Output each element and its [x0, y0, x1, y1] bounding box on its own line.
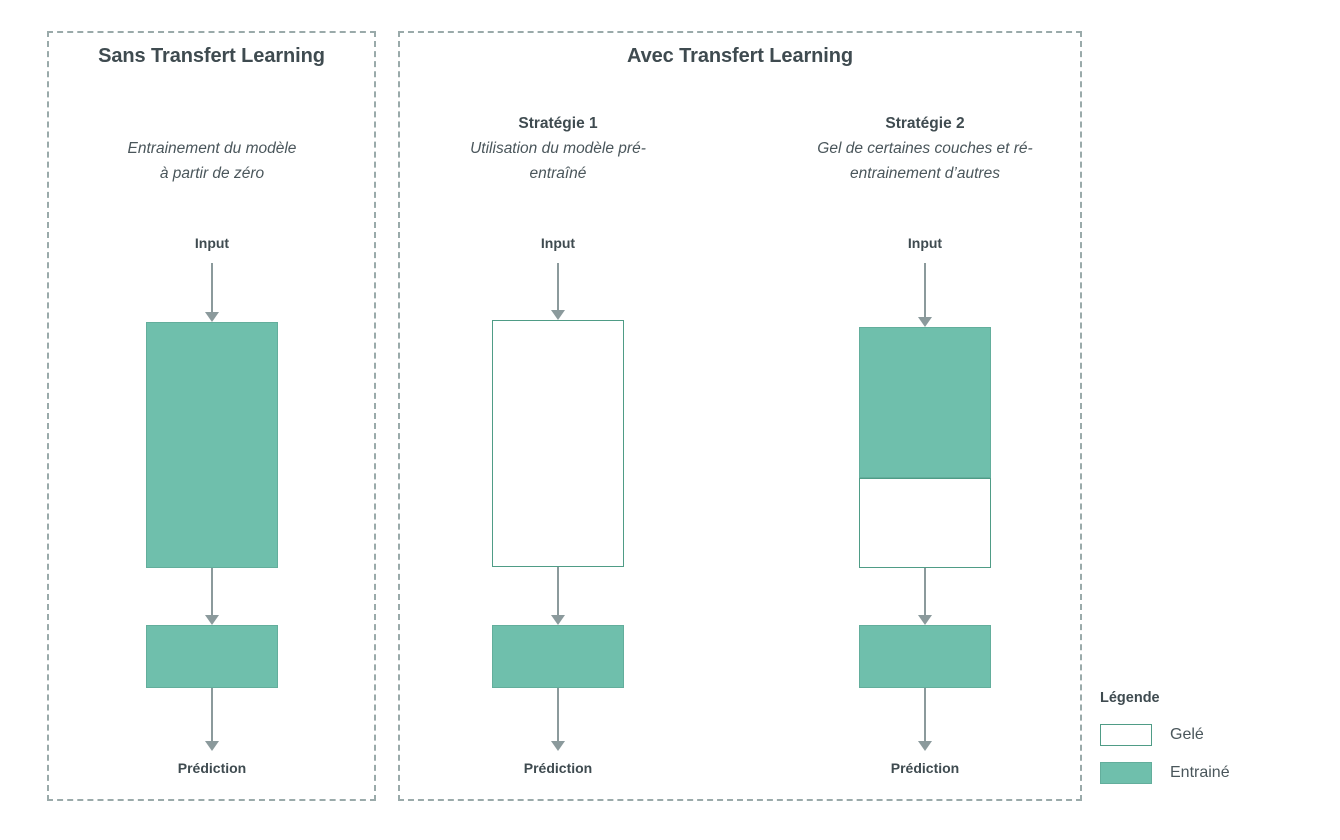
legend-swatch-trained-icon [1100, 762, 1152, 784]
column-header-strategy1: Stratégie 1 Utilisation du modèle pré- e… [438, 111, 678, 186]
arrow-input-to-backbone [918, 263, 932, 327]
legend-label-trained: Entrainé [1170, 764, 1230, 781]
panel-title-right: Avec Transfert Learning [627, 45, 853, 67]
backbone-lower-block [859, 478, 991, 568]
arrow-backbone-to-head [205, 568, 219, 625]
column-description-line1: Gel de certaines couches et ré- [817, 140, 1033, 157]
legend-title: Légende [1100, 690, 1160, 706]
arrow-input-to-backbone [551, 263, 565, 320]
input-label: Input [540, 235, 576, 251]
backbone-upper-block [859, 327, 991, 478]
column-description-line1: Utilisation du modèle pré- [470, 140, 646, 157]
input-label: Input [194, 235, 230, 251]
strategy-title: Stratégie 1 [518, 115, 598, 132]
head-block [859, 625, 991, 688]
arrow-head-to-prediction [918, 688, 932, 751]
column-description-line2: à partir de zéro [159, 165, 265, 182]
output-label: Prédiction [890, 760, 960, 776]
column-description-line1: Entrainement du modèle [127, 140, 297, 157]
output-label: Prédiction [177, 760, 247, 776]
arrow-head-to-prediction [205, 688, 219, 751]
panel-sans-transfert-learning: Sans Transfert Learning [47, 31, 376, 801]
legend-item-frozen: Gelé [1100, 720, 1300, 750]
legend: Légende Gelé Entrainé [1100, 690, 1300, 796]
column-header-scratch: Entrainement du modèle à partir de zéro [92, 136, 332, 186]
arrow-backbone-to-head [551, 567, 565, 625]
column-header-strategy2: Stratégie 2 Gel de certaines couches et … [805, 111, 1045, 186]
arrow-backbone-to-head [918, 568, 932, 625]
backbone-block [146, 322, 278, 568]
arrow-input-to-backbone [205, 263, 219, 322]
head-block [146, 625, 278, 688]
head-block [492, 625, 624, 688]
output-label: Prédiction [523, 760, 593, 776]
strategy-title: Stratégie 2 [885, 115, 965, 132]
input-label: Input [907, 235, 943, 251]
arrow-head-to-prediction [551, 688, 565, 751]
column-description-line2: entraîné [529, 165, 587, 182]
backbone-block [492, 320, 624, 567]
legend-swatch-frozen-icon [1100, 724, 1152, 746]
column-description-line2: entrainement d’autres [850, 165, 1000, 182]
legend-item-trained: Entrainé [1100, 758, 1300, 788]
panel-avec-transfert-learning: Avec Transfert Learning [398, 31, 1082, 801]
panel-title-left: Sans Transfert Learning [98, 45, 325, 67]
legend-label-frozen: Gelé [1170, 726, 1204, 743]
